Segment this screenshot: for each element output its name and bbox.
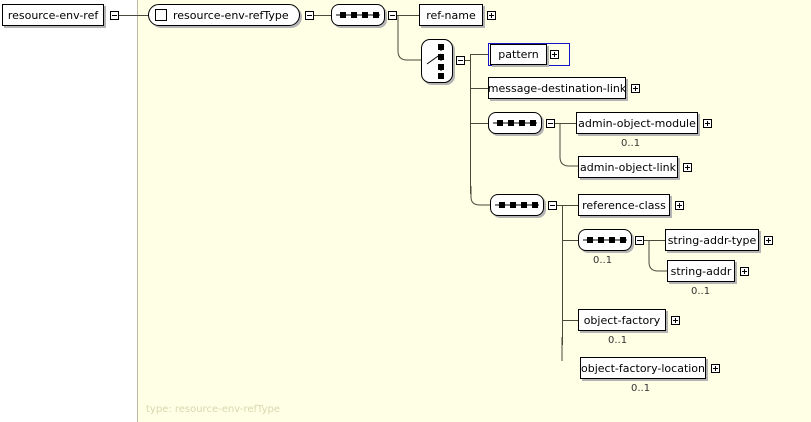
element-admin-object-link[interactable]: admin-object-link: [578, 156, 678, 178]
compositor-sequence-string-addr[interactable]: [578, 229, 632, 251]
connector-elbow-choice-seqref: [470, 186, 492, 206]
compositor-choice-main[interactable]: [421, 39, 453, 83]
toggle-resource-env-refType[interactable]: [305, 11, 314, 20]
sequence-icon: [495, 202, 539, 208]
toggle-admin-object-link[interactable]: [683, 163, 692, 172]
connector-seqroot-refname: [405, 15, 419, 16]
type-caption: type: resource-env-refType: [146, 404, 281, 415]
element-label: resource-env-ref: [7, 8, 99, 22]
element-admin-object-module[interactable]: admin-object-module: [576, 112, 698, 134]
compositor-sequence-root[interactable]: [331, 4, 385, 26]
sequence-icon: [336, 12, 380, 18]
element-label: admin-object-module: [578, 116, 696, 130]
connector-choice-pattern: [470, 54, 488, 55]
compositor-sequence-admin[interactable]: [488, 112, 542, 134]
cardinality-object-factory-location: 0..1: [631, 383, 651, 394]
element-label: ref-name: [426, 8, 476, 22]
connector-seqroot-stub: [397, 15, 405, 16]
sequence-icon: [493, 120, 537, 126]
element-label: object-factory: [583, 313, 661, 327]
choice-icon: [426, 44, 444, 79]
element-label: string-addr: [670, 264, 732, 278]
toggle-object-factory[interactable]: [671, 316, 680, 325]
connector-elbow-seqref-objfactoryloc: [561, 337, 563, 361]
connector-type-to-seq: [314, 15, 331, 16]
toggle-string-addr[interactable]: [740, 267, 749, 276]
toggle-admin-object-module[interactable]: [703, 119, 712, 128]
connector-choice-trunk: [470, 54, 471, 194]
element-label: admin-object-link: [580, 160, 676, 174]
element-string-addr[interactable]: string-addr: [667, 260, 735, 282]
type-label: resource-env-refType: [173, 8, 289, 22]
toggle-sequence-string-addr[interactable]: [635, 236, 644, 245]
toggle-message-destination-link[interactable]: [631, 84, 640, 93]
connector-seqref-refclass: [562, 205, 578, 206]
element-message-destination-link[interactable]: message-destination-link: [488, 77, 626, 99]
toggle-pattern[interactable]: [550, 50, 559, 59]
cardinality-sequence-string-addr: 0..1: [593, 255, 613, 266]
toggle-object-factory-location[interactable]: [711, 364, 720, 373]
toggle-choice-main[interactable]: [456, 56, 465, 65]
connector-elbow-seqroot-choice: [397, 15, 421, 61]
selection-highlight-pattern: [488, 43, 570, 66]
square-icon: [155, 9, 167, 21]
type-resource-env-refType[interactable]: resource-env-refType: [148, 4, 300, 26]
connector-seqref-seqstringaddr: [562, 240, 578, 241]
compositor-sequence-reference[interactable]: [490, 194, 544, 216]
element-string-addr-type[interactable]: string-addr-type: [665, 229, 759, 251]
connector-choice-stub: [465, 60, 471, 61]
element-object-factory[interactable]: object-factory: [578, 309, 666, 331]
element-resource-env-ref[interactable]: resource-env-ref: [2, 4, 104, 26]
element-object-factory-location[interactable]: object-factory-location: [580, 357, 706, 379]
toggle-ref-name[interactable]: [487, 11, 496, 20]
connector-seqstr-type: [649, 240, 665, 241]
toggle-resource-env-ref[interactable]: [110, 11, 119, 20]
element-label: object-factory-location: [580, 361, 706, 375]
connector-choice-msgdest: [470, 88, 488, 89]
toggle-string-addr-type[interactable]: [764, 236, 773, 245]
element-label: string-addr-type: [667, 233, 757, 247]
cardinality-object-factory: 0..1: [608, 335, 628, 346]
connector-seqadmin-module: [560, 123, 576, 124]
element-label: pattern: [498, 48, 539, 61]
connector-elbow-seqstr-addr: [648, 240, 667, 272]
type-definition-panel: [137, 0, 811, 422]
connector-seqadmin-stub: [555, 123, 561, 124]
element-ref-name[interactable]: ref-name: [419, 4, 483, 26]
element-label: reference-class: [582, 198, 666, 212]
connector-seqref-objfactory: [562, 320, 578, 321]
toggle-reference-class[interactable]: [675, 201, 684, 210]
connector-choice-seqadmin: [470, 123, 488, 124]
connector-root-to-type: [119, 15, 149, 16]
cardinality-string-addr: 0..1: [691, 286, 711, 297]
cardinality-admin-object-module: 0..1: [621, 138, 641, 149]
connector-seqref-trunk: [562, 205, 563, 345]
element-pattern[interactable]: pattern: [490, 44, 547, 65]
toggle-sequence-root[interactable]: [388, 11, 397, 20]
element-label: message-destination-link: [487, 81, 627, 95]
sequence-icon: [583, 237, 627, 243]
connector-elbow-seqadmin-link: [559, 123, 578, 167]
toggle-sequence-admin[interactable]: [546, 119, 555, 128]
element-reference-class[interactable]: reference-class: [578, 194, 670, 216]
toggle-sequence-reference[interactable]: [548, 201, 557, 210]
connector-seqref-stub: [557, 205, 563, 206]
connector-seqstr-stub: [644, 240, 650, 241]
